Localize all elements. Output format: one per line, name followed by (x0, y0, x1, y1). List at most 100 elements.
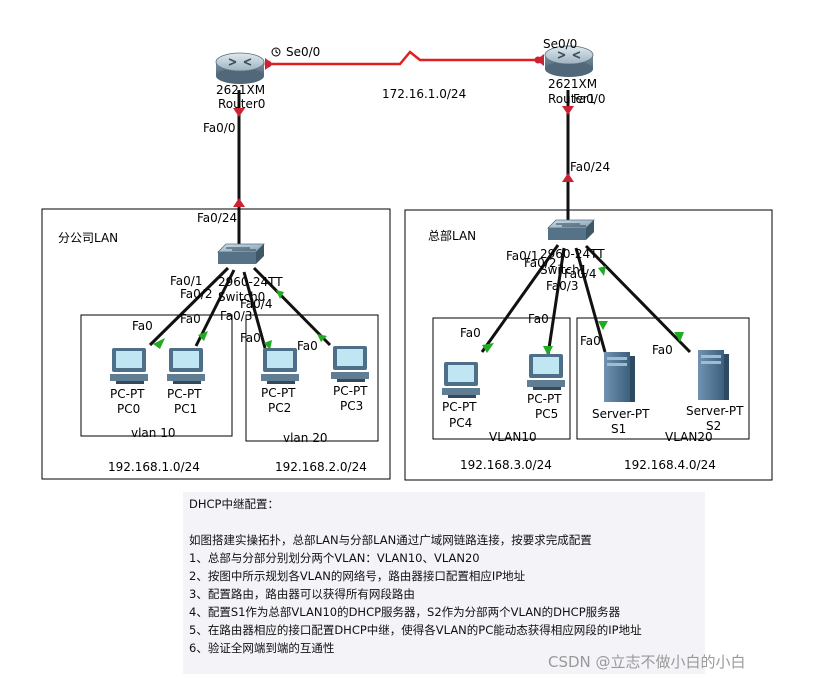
notes-item: 1、总部与分部分别划分两个VLAN：VLAN10、VLAN20 (189, 551, 480, 565)
wan-network-label: 172.16.1.0/24 (382, 87, 466, 101)
link-marker-sw0-up (233, 198, 245, 207)
pc2-icon[interactable] (261, 348, 299, 384)
pc0-port-label: Fa0 (132, 319, 153, 333)
pc4-icon[interactable] (442, 362, 480, 398)
pc5-type-label: PC-PT (527, 392, 562, 406)
sw0-uplink-port-label: Fa0/24 (197, 211, 237, 225)
server-s1-icon[interactable] (604, 352, 635, 402)
sw0-model-label: 2960-24TT (218, 275, 283, 289)
sw1-name-label: Switch1 (540, 263, 587, 277)
sw1-port2-label: Fa0/2 (524, 256, 556, 270)
router1-name-label: Router1 (548, 92, 595, 106)
link-marker-sw0-p4 (276, 290, 284, 299)
pc3-type-label: PC-PT (333, 384, 368, 398)
pc5-icon[interactable] (527, 354, 565, 390)
pc2-port-label: Fa0 (240, 331, 261, 345)
dhcp-task-notes: DHCP中继配置： 如图搭建实操拓扑，总部LAN与分部LAN通过广域网链路连接，… (183, 492, 705, 674)
link-marker-r0-down (233, 108, 245, 117)
branch-lan-title: 分公司LAN (58, 231, 118, 245)
r1-lan-port-label: Fa0/0 (573, 92, 605, 106)
pc2-type-label: PC-PT (261, 386, 296, 400)
link-marker-sw1-up (562, 173, 574, 182)
hq-vlan-b-box (576, 317, 750, 440)
link-sw0-pc3[interactable] (252, 266, 332, 347)
link-sw1-pc5[interactable] (546, 247, 566, 356)
notes-item: 5、在路由器相应的接口配置DHCP中继，使得各VLAN的PC能动态获得相应网段的… (189, 623, 642, 637)
clock-icon (271, 47, 281, 57)
hq-vlan-a-label: VLAN10 (489, 430, 537, 444)
link-marker-pc2 (264, 340, 272, 350)
notes-item: 6、验证全网端到端的互通性 (189, 641, 335, 655)
sw0-port1-label: Fa0/1 (170, 274, 202, 288)
notes-intro: 如图搭建实操拓扑，总部LAN与分部LAN通过广域网链路连接，按要求完成配置 (189, 533, 592, 547)
pc4-port-label: Fa0 (460, 326, 481, 340)
pc3-icon[interactable] (331, 346, 369, 382)
router0-model-label: 2621XM (216, 83, 265, 97)
pc4-type-label: PC-PT (442, 400, 477, 414)
s2-type-label: Server-PT (686, 404, 744, 418)
link-marker-pc0 (153, 338, 165, 349)
r0-serial-port-label: Se0/0 (286, 45, 320, 59)
branch-lan-box (41, 208, 391, 480)
s2-port-label: Fa0 (652, 343, 673, 357)
s2-name-label: S2 (706, 419, 721, 433)
branch-vlan-b-box (245, 314, 379, 442)
branch-vlan-a-box (80, 314, 233, 437)
serial-wan-link[interactable] (266, 50, 540, 66)
pc2-name-label: PC2 (268, 401, 291, 415)
csdn-watermark: CSDN @立志不做小白的小白 (548, 653, 746, 671)
sw1-port1-label: Fa0/1 (506, 249, 538, 263)
serial-link-marker-r0 (265, 58, 273, 70)
notes-item: 3、配置路由，路由器可以获得所有网段路由 (189, 587, 415, 601)
server-s2-icon[interactable] (698, 350, 729, 400)
pc1-type-label: PC-PT (167, 387, 202, 401)
router1-icon[interactable] (544, 45, 594, 77)
hq-lan-title: 总部LAN (428, 228, 476, 243)
pc1-port-label: Fa0 (180, 312, 201, 326)
pc1-name-label: PC1 (174, 402, 197, 416)
switch1-icon[interactable] (547, 219, 595, 240)
link-sw1-pc4[interactable] (480, 244, 560, 353)
branch-subnet-a-label: 192.168.1.0/24 (108, 460, 200, 474)
r0-lan-port-label: Fa0/0 (203, 121, 235, 135)
serial-link-marker-r1 (536, 54, 544, 66)
router0-icon[interactable] (215, 52, 265, 84)
notes-item: 2、按图中所示规划各VLAN的网络号，路由器接口配置相应IP地址 (189, 569, 526, 583)
hq-subnet-a-label: 192.168.3.0/24 (460, 458, 552, 472)
pc1-icon[interactable] (167, 348, 205, 384)
pc0-icon[interactable] (110, 348, 148, 384)
link-marker-pc1 (198, 331, 208, 341)
link-marker-pc5 (543, 346, 553, 356)
s1-name-label: S1 (611, 422, 626, 436)
s1-port-label: Fa0 (580, 334, 601, 348)
hq-vlan-a-box (432, 317, 571, 440)
sw1-port4-label: Fa0/4 (564, 267, 596, 281)
link-sw0-pc2[interactable] (242, 271, 267, 349)
branch-subnet-b-label: 192.168.2.0/24 (275, 460, 367, 474)
link-sw0-pc0[interactable] (148, 266, 230, 347)
switch0-icon[interactable] (217, 243, 265, 264)
pc0-name-label: PC0 (117, 402, 140, 416)
sw0-name-label: Switch0 (218, 290, 265, 304)
sw0-port4-label: Fa0/4 (240, 297, 272, 311)
pc4-name-label: PC4 (449, 416, 472, 430)
link-marker-pc3 (317, 334, 327, 342)
pc3-name-label: PC3 (340, 399, 363, 413)
hq-vlan-b-label: VLAN20 (665, 430, 713, 444)
sw1-model-label: 2960-24TT (540, 247, 605, 261)
link-marker-s2 (674, 332, 684, 342)
link-sw1-s1[interactable] (574, 247, 607, 353)
s1-type-label: Server-PT (592, 407, 650, 421)
notes-item: 4、配置S1作为总部VLAN10的DHCP服务器，S2作为分部两个VLAN的DH… (189, 605, 621, 619)
branch-vlan-a-label: vlan 10 (131, 426, 175, 440)
link-marker-r1-down (562, 106, 574, 115)
sw0-port3-label: Fa0/3 (220, 309, 252, 323)
router0-name-label: Router0 (218, 97, 265, 111)
sw1-port3-label: Fa0/3 (546, 279, 578, 293)
pc3-port-label: Fa0 (297, 339, 318, 353)
pc5-name-label: PC5 (535, 407, 558, 421)
sw1-uplink-port-label: Fa0/24 (570, 160, 610, 174)
link-sw1-s2[interactable] (584, 244, 692, 354)
hq-lan-box (404, 209, 773, 481)
